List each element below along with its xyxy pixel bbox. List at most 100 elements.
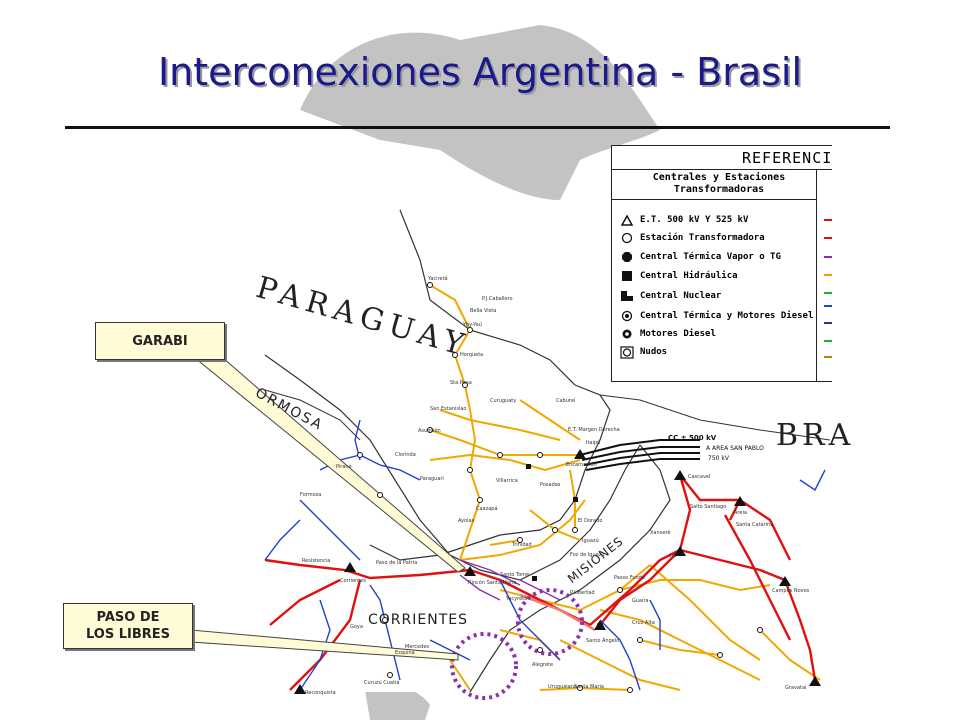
map-place-label: Gravataí [785,685,807,691]
legend-item-label: Nudos [640,347,668,357]
legend-item: Central Nuclear [620,288,721,304]
map-place-label: Itá [670,553,677,559]
gear-icon [620,328,634,340]
brazil-border [599,394,831,441]
legend-panel: REFERENCI Centrales y Estaciones Transfo… [611,145,832,382]
map-place-label: Mercedes [405,644,430,650]
country-label-brasil: BRA [776,418,855,453]
map-place-label: Cascavel [688,474,711,480]
map-place-label: Curuguaty [490,398,517,404]
map-place-label: Iguazú [582,538,599,544]
legend-line-swatch [824,256,832,258]
continent-silhouette-south [365,685,430,720]
legend-line-swatch [824,219,832,221]
paso-de-los-libres-callout: PASO DE LOS LIBRES [63,603,193,649]
node-icon [620,345,634,359]
legend-item-label: Estación Transformadora [640,233,765,243]
map-place-label: Asunción [418,428,441,434]
stations [294,282,821,694]
map-place-label: Campos Novos [772,588,810,594]
map-place-label: Curuzú Cuatiá [364,680,400,686]
map-place-label: Uruguaiana [548,684,577,690]
map-place-label: Ayolas [458,518,475,524]
map-place-label: Bella Vista [470,308,497,314]
legend-item-label: Central Nuclear [640,291,722,301]
map-place-label: Areia [734,510,747,516]
map-place-label: Trinidad [512,542,532,548]
legend-item: Estación Transformadora [620,230,765,246]
map-place-label: Santo Tomé [500,572,530,578]
continent-silhouette [300,25,660,200]
legend-item-label: Central Térmica y Motores Diesel [640,311,814,321]
map-place-label: Passo Fundo [614,575,645,581]
paso-libres-zone-circle [450,632,518,700]
map-place-label: Corrientes [340,578,366,584]
legend-divider [612,169,832,170]
map-place-label: Yaciretá [428,276,448,282]
legend-item: Motores Diesel [620,326,716,342]
map-place-label: Horqueta [460,352,484,358]
thermal-diesel-icon [620,310,634,322]
map-place-label: Encarnación [566,462,597,468]
map-place-label: Reconquista [305,690,336,696]
legend-item-label: E.T. 500 kV Y 525 kV [640,215,749,225]
map-place-label: Xanxerê [650,530,671,536]
map-place-label: Santo Ángelo [586,638,620,644]
region-label-corrientes: CORRIENTES [368,612,468,628]
legend-line-swatch [824,292,832,294]
map-place-label: Resistencia [302,558,331,564]
circle-icon [620,232,634,244]
legend-column-divider [816,169,817,381]
legend-item-label: Central Hidráulica [640,271,738,281]
map-place-label: Clorinda [395,452,416,458]
triangle-icon [620,214,634,226]
legend-item: Central Térmica y Motores Diesel [620,308,813,324]
map-place-label: Salto Santiago [690,504,727,510]
hvdc-label: CC ± 500 kV [668,434,717,442]
map-place-label: Rincón Santa María [468,580,517,586]
hvdc-link [579,439,700,471]
legend-line-swatch [824,322,832,324]
map-place-label: E.T. Margen Derecha [568,427,620,433]
legend-line-swatch [824,305,832,307]
legend-header: Centrales y Estaciones Transformadoras [652,172,786,195]
hvdc-voltage: 750 kV [708,455,730,462]
legend-divider [612,199,817,200]
square-icon [620,270,634,282]
map-place-label: Formosa [300,492,322,498]
map-place-label: Yby-Yaú [463,322,482,328]
legend-item: Central Térmica Vapor o TG [620,249,781,265]
garabi-callout: GARABI [95,322,225,360]
map-place-label: Goya [350,624,363,630]
uruguay-river [469,444,671,693]
legend-item-label: Central Térmica Vapor o TG [640,252,781,262]
garabi-zone-circle [516,588,584,656]
page-title: Interconexiones Argentina - Brasil [157,50,803,94]
octagon-icon [620,251,634,263]
red-lines [264,474,817,691]
map-place-label: Pirané [336,464,352,470]
legend-item: Nudos [620,344,667,360]
formosa-border [264,389,361,441]
map-place-label: Santa Maria [574,684,604,690]
map-place-label: P.J.Caballero [482,296,513,302]
legend-item: E.T. 500 kV Y 525 kV [620,212,748,228]
nuclear-icon [620,290,634,302]
map-place-label: P.Libertad [570,590,595,596]
map-place-label: Caazapá [476,506,498,512]
map-place-label: Foz de Iguazú [570,552,605,558]
map-place-label: Posadas [540,482,561,488]
title-underline [65,126,890,129]
map-place-label: Villarrica [496,478,518,484]
map-place-label: Santa Catarina [736,522,774,528]
legend-title: REFERENCI [742,149,832,167]
map-place-label: Paraguarí [420,476,444,482]
map-place-label: San Estanislao [430,406,467,412]
map-place-label: Alegrete [532,662,554,668]
legend-item-label: Motores Diesel [640,329,716,339]
map-place-label: Sta.Rosa [450,380,472,386]
map-place-label: Paso de la Patria [376,560,418,566]
legend-line-swatch [824,340,832,342]
legend-item: Central Hidráulica [620,268,738,284]
legend-line-swatch [824,237,832,239]
